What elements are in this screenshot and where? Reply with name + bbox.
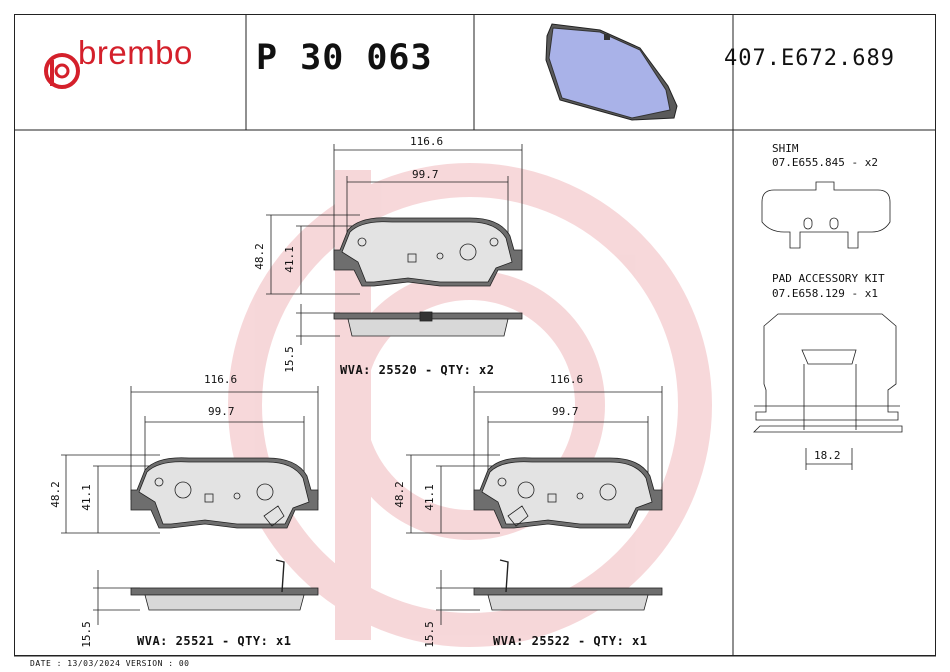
pad-2-height-outer: 48.2 bbox=[48, 481, 62, 508]
part-number: P 30 063 bbox=[256, 38, 433, 78]
kit-dimension: 18.2 bbox=[814, 449, 841, 462]
pad-2-drawing bbox=[61, 386, 319, 625]
pad-2-thickness: 15.5 bbox=[79, 621, 93, 648]
shim-code: 07.E655.845 - x2 bbox=[772, 156, 878, 169]
pad-2-height-inner: 41.1 bbox=[79, 484, 93, 511]
pad-1-width-inner: 99.7 bbox=[412, 168, 439, 181]
pad-1-height-inner: 41.1 bbox=[282, 246, 296, 273]
pad-3-height-outer: 48.2 bbox=[392, 481, 406, 508]
pad-3-width-outer: 116.6 bbox=[550, 373, 584, 386]
pad-1-thickness: 15.5 bbox=[282, 346, 296, 373]
brembo-logo-icon bbox=[44, 53, 80, 89]
pad-1-height-outer: 48.2 bbox=[252, 243, 266, 270]
kit-code: 07.E658.129 - x1 bbox=[772, 287, 878, 300]
pad-2-width-inner: 99.7 bbox=[208, 405, 235, 418]
pad-1-drawing bbox=[266, 144, 523, 345]
pad-3d-illustration bbox=[545, 23, 678, 121]
pad-1-wva: WVA: 25520 - QTY: x2 bbox=[340, 363, 495, 377]
reference-number: 407.E672.689 bbox=[724, 46, 895, 71]
accessory-kit-drawing bbox=[753, 313, 903, 470]
pad-3-wva: WVA: 25522 - QTY: x1 bbox=[493, 634, 648, 648]
pad-2-wva: WVA: 25521 - QTY: x1 bbox=[137, 634, 292, 648]
footer-date-version: DATE : 13/03/2024 VERSION : 00 bbox=[30, 659, 190, 668]
pad-3-height-inner: 41.1 bbox=[422, 484, 436, 511]
pad-3-thickness: 15.5 bbox=[422, 621, 436, 648]
shim-title: SHIM bbox=[772, 142, 799, 155]
brand-wordmark: brembo bbox=[78, 34, 193, 71]
pad-3-drawing bbox=[406, 386, 663, 625]
shim-drawing bbox=[761, 181, 891, 249]
pad-1-width-outer: 116.6 bbox=[410, 135, 444, 148]
pad-2-width-outer: 116.6 bbox=[204, 373, 238, 386]
kit-title: PAD ACCESSORY KIT bbox=[772, 272, 885, 285]
pad-3-width-inner: 99.7 bbox=[552, 405, 579, 418]
